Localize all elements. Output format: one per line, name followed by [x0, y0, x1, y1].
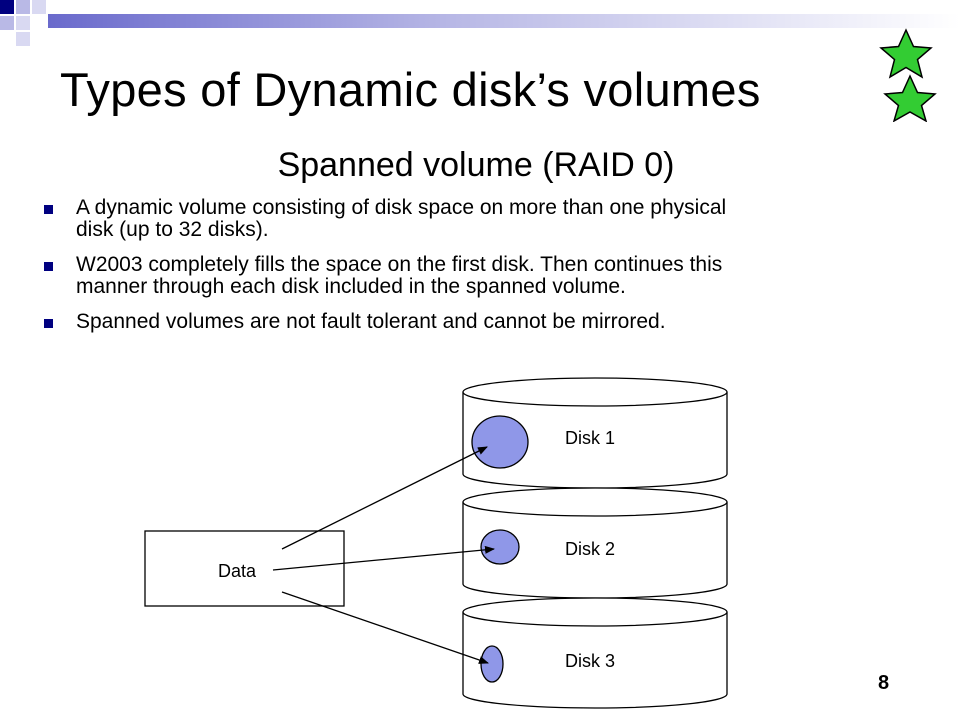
disk-top: [462, 377, 728, 407]
arrow-to-disk-1: [281, 446, 488, 550]
disk-2-cylinder: Disk 2: [462, 487, 728, 599]
subtitle-text: Spanned volume (RAID 0): [277, 146, 675, 184]
bullet-square-icon: [44, 262, 53, 271]
header-square: [16, 16, 30, 30]
disk-body: [462, 612, 728, 709]
bullet-item: A dynamic volume consisting of disk spac…: [40, 197, 920, 241]
data-source-box: [144, 530, 345, 607]
header-decoration: [0, 0, 960, 46]
bullet-item: Spanned volumes are not fault tolerant a…: [40, 311, 920, 333]
bullet-list: A dynamic volume consisting of disk spac…: [40, 197, 920, 346]
slide-title: Types of Dynamic disk’s volumes: [60, 63, 761, 116]
header-gradient-bar: [48, 14, 960, 28]
arrow-to-disk-2: [272, 545, 495, 571]
disk-label: Disk 2: [565, 539, 615, 559]
data-segment-circle: [480, 529, 520, 565]
data-source-label: Data: [218, 561, 257, 581]
header-square: [0, 16, 14, 30]
bullet-text-line: Spanned volumes are not fault tolerant a…: [76, 310, 666, 333]
bullet-text-line: manner through each disk included in the…: [76, 275, 626, 298]
disk-body: [462, 502, 728, 599]
disk-body: [462, 392, 728, 489]
disk-top: [462, 487, 728, 517]
data-segment-circle: [480, 645, 504, 683]
disk-1-cylinder: Disk 1: [462, 377, 728, 489]
arrow-to-disk-3: [281, 591, 489, 664]
disk-label: Disk 3: [565, 651, 615, 671]
disk-top: [462, 597, 728, 627]
slide-number: 8: [878, 672, 890, 694]
header-square: [32, 0, 46, 14]
star-icon: [883, 74, 937, 122]
header-square: [0, 0, 14, 14]
header-square: [16, 0, 30, 14]
bullet-item: W2003 completely fills the space on the …: [40, 254, 920, 298]
bullet-square-icon: [44, 319, 53, 328]
disk-label: Disk 1: [565, 428, 615, 448]
bullet-text-line: A dynamic volume consisting of disk spac…: [76, 196, 727, 219]
disk-3-cylinder: Disk 3: [462, 597, 728, 709]
slide-subtitle: Spanned volume (RAID 0): [0, 146, 960, 185]
data-segment-circle: [471, 415, 529, 469]
bullet-text-line: W2003 completely fills the space on the …: [76, 253, 723, 276]
bullet-square-icon: [44, 205, 53, 214]
stars-icon: [879, 28, 937, 122]
star-icon: [879, 28, 933, 79]
bullet-text-line: disk (up to 32 disks).: [76, 218, 269, 241]
header-square: [16, 32, 30, 46]
